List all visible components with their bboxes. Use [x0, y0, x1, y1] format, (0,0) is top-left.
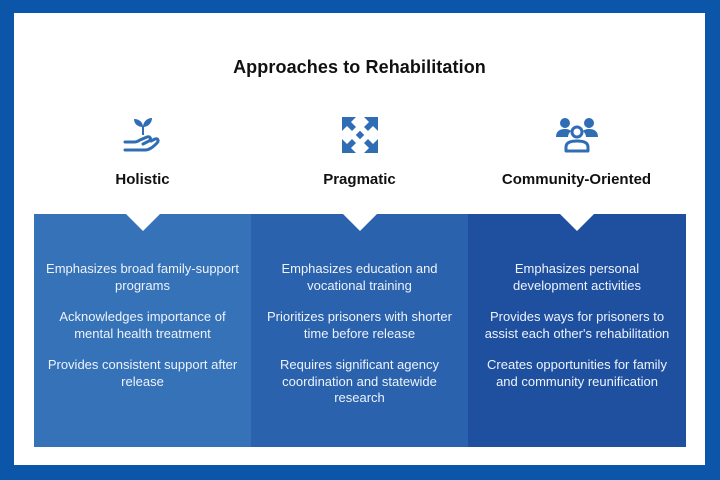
approach-point: Creates opportunities for family and com…	[487, 357, 667, 389]
approach-point: Emphasizes broad family-support programs	[46, 261, 239, 293]
approach-point: Requires significant agency coordination…	[280, 357, 439, 405]
approach-point: Provides ways for prisoners to assist ea…	[484, 309, 670, 341]
approach-point: Prioritizes prisoners with shorter time …	[267, 309, 452, 341]
column-notch	[342, 214, 377, 231]
infographic-panel: Approaches to Rehabilitation Holistic	[14, 13, 705, 465]
hand-with-sprout-icon	[34, 113, 251, 157]
approach-column-pragmatic: Emphasizes education and vocational trai…	[251, 214, 468, 447]
approach-point: Provides consistent support after releas…	[47, 357, 238, 389]
approach-name: Pragmatic	[323, 171, 396, 188]
infographic-title: Approaches to Rehabilitation	[233, 57, 486, 77]
approach-header-community-oriented: Community-Oriented	[468, 113, 685, 188]
approach-point: Acknowledges importance of mental health…	[59, 309, 226, 341]
column-notch	[125, 214, 160, 231]
approach-name: Holistic	[115, 171, 170, 188]
approach-point: Emphasizes education and vocational trai…	[281, 261, 438, 293]
approach-column-community-oriented: Emphasizes personal development activiti…	[468, 214, 686, 447]
community-group-icon	[468, 113, 685, 157]
approach-column-holistic: Emphasizes broad family-support programs…	[34, 214, 251, 447]
column-notch	[560, 214, 594, 231]
approach-name: Community-Oriented	[501, 171, 652, 188]
approach-header-pragmatic: Pragmatic	[251, 113, 468, 188]
approach-header-holistic: Holistic	[34, 113, 251, 188]
arrows-expand-icon	[251, 113, 468, 157]
approach-point: Emphasizes personal development activiti…	[513, 261, 641, 293]
